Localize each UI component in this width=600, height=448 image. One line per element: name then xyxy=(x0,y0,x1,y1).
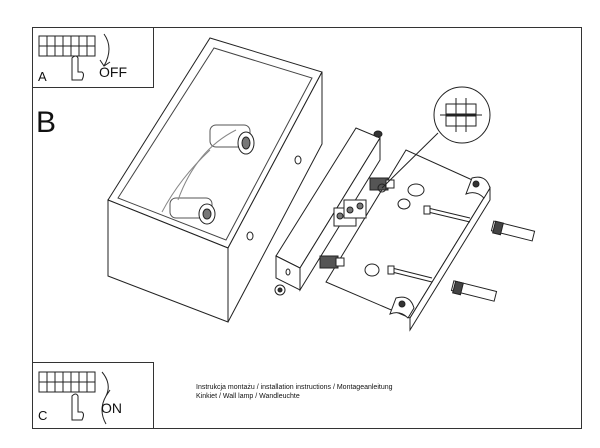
step-a-label: A xyxy=(38,69,47,84)
cable-gland-icon xyxy=(319,177,425,277)
instruction-sheet xyxy=(32,27,582,429)
screw-icon xyxy=(274,205,471,296)
wall-bracket xyxy=(325,149,491,332)
lamp-housing xyxy=(107,37,323,323)
step-a-action: OFF xyxy=(99,64,127,80)
step-a-panel xyxy=(32,27,154,88)
step-c-action: ON xyxy=(101,400,122,416)
caption-subtitle: Kinkiet / Wall lamp / Wandleuchte xyxy=(196,393,300,400)
step-c-label: C xyxy=(38,408,48,423)
panel-c-drawing xyxy=(38,371,111,425)
rotate-arrow-icon xyxy=(99,33,111,67)
step-c-panel xyxy=(32,362,154,429)
terminal-block-icon xyxy=(333,199,367,227)
magnifier-detail-icon xyxy=(377,86,491,193)
caption-title: Instrukcja montażu / installation instru… xyxy=(196,384,393,391)
hand-icon xyxy=(71,55,84,81)
panel-a-drawing xyxy=(38,33,111,81)
wall-plug-icon xyxy=(450,220,536,302)
step-b-label: B xyxy=(36,106,57,139)
